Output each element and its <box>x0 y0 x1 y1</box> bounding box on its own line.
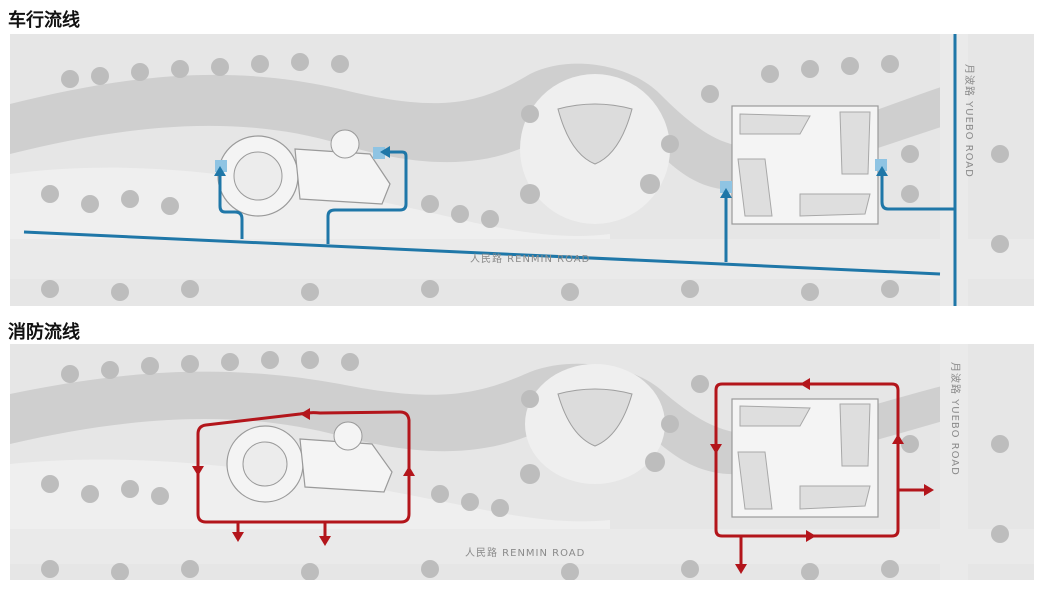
road-band-vertical <box>940 344 968 580</box>
road-label-yuebo: 月波路 YUEBO ROAD <box>963 64 976 178</box>
site-plan-fire-svg: 人民路 RENMIN ROAD 月波路 YUEBO ROAD <box>10 344 1034 580</box>
green-belt <box>10 459 610 549</box>
arrow-left-icon <box>300 408 310 420</box>
site-plan-vehicle-svg: 人民路 RENMIN ROAD 月波路 YUEBO ROAD <box>10 34 1034 306</box>
site-plan-vehicle: 人民路 RENMIN ROAD 月波路 YUEBO ROAD <box>10 34 1034 306</box>
arrow-down-icon <box>232 532 244 542</box>
entrance-markers <box>215 147 887 193</box>
road-band <box>10 239 1034 279</box>
vehicle-flow-west-entry-a <box>218 172 244 239</box>
vehicle-flow-east-entry-b <box>880 172 955 211</box>
site-plan-fire: 人民路 RENMIN ROAD 月波路 YUEBO ROAD <box>10 344 1034 580</box>
west-building <box>217 129 391 217</box>
vehicle-flow-main <box>23 230 941 276</box>
fire-loop-west <box>196 410 411 524</box>
arrow-down-icon <box>710 444 722 454</box>
vehicle-flow-west-entry-b <box>326 150 408 244</box>
arrow-up-icon <box>720 188 732 198</box>
tree-cluster <box>41 53 1009 301</box>
road-label-renmin: 人民路 RENMIN ROAD <box>465 546 585 559</box>
west-building <box>226 421 393 503</box>
vehicle-flow-arrowheads <box>214 146 888 198</box>
tree-cluster <box>41 351 1009 580</box>
arrow-left-icon <box>380 146 390 158</box>
vehicle-flow-lines <box>23 34 957 306</box>
road-label-renmin: 人民路 RENMIN ROAD <box>470 252 590 265</box>
arrow-down-icon <box>735 564 747 574</box>
amphitheater <box>557 103 633 165</box>
east-building <box>731 105 879 225</box>
river <box>10 63 950 190</box>
arrow-up-icon <box>892 434 904 444</box>
east-building <box>731 398 879 518</box>
arrow-down-icon <box>192 466 204 476</box>
arrow-left-icon <box>800 378 810 390</box>
amphitheater <box>557 388 633 447</box>
road-label-yuebo: 月波路 YUEBO ROAD <box>949 362 962 476</box>
fire-loop-east <box>714 382 900 538</box>
arrow-up-icon <box>214 166 226 176</box>
arrow-right-icon <box>924 484 934 496</box>
panel-title-fire-flow: 消防流线 <box>8 322 80 343</box>
fire-flow-arrowheads <box>192 378 934 574</box>
arrow-down-icon <box>319 536 331 546</box>
arrow-up-icon <box>876 166 888 176</box>
panel-title-vehicle-flow: 车行流线 <box>8 10 80 31</box>
arrow-right-icon <box>806 530 816 542</box>
arrow-up-icon <box>403 466 415 476</box>
